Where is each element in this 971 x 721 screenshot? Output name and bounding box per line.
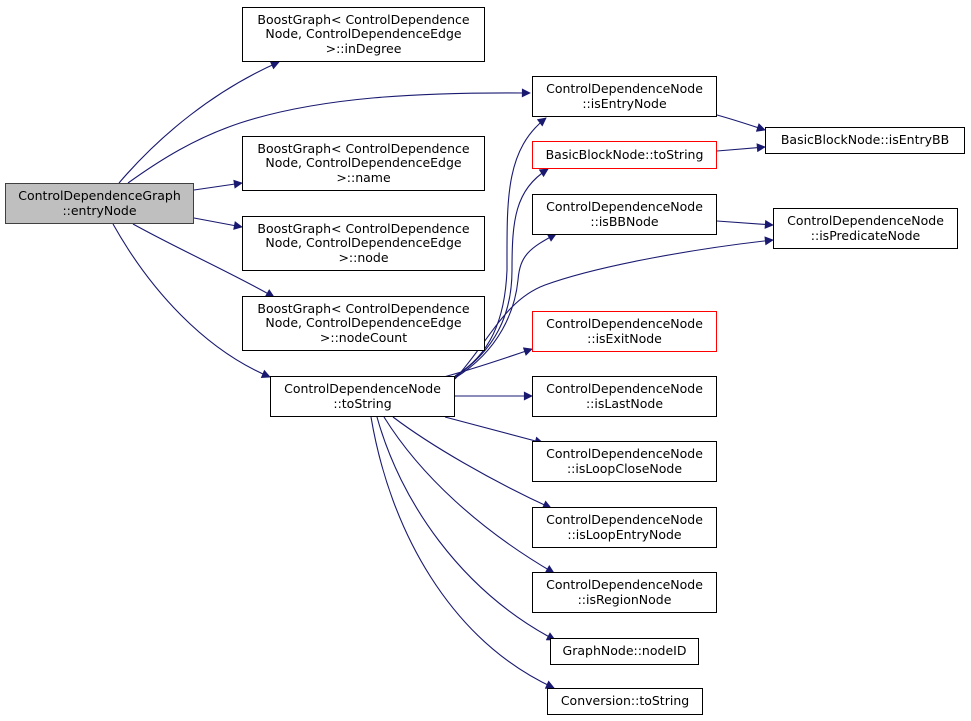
node-controldependencenode-isregionnode[interactable]: ControlDependenceNode ::isRegionNode xyxy=(532,572,717,613)
node-boostgraph-node[interactable]: BoostGraph< ControlDependence Node, Cont… xyxy=(242,216,485,271)
node-graphnode-nodeid[interactable]: GraphNode::nodeID xyxy=(550,638,699,665)
edge-tostring-to-isregionnode xyxy=(383,416,555,574)
edge-tostring-to-conversion-tostring xyxy=(370,416,555,689)
node-conversion-tostring[interactable]: Conversion::toString xyxy=(547,688,703,715)
edge-tostring-to-ispredicate xyxy=(454,236,774,380)
node-controldependencenode-isexitnode[interactable]: ControlDependenceNode ::isExitNode xyxy=(532,311,717,352)
edge-isbbnode-to-ispredicate xyxy=(716,219,774,229)
node-controldependencenode-islastnode[interactable]: ControlDependenceNode ::isLastNode xyxy=(532,376,717,417)
edge-tostring-to-nodeid xyxy=(376,416,556,641)
edge-isentrynode-to-isentrybb xyxy=(716,114,766,132)
node-controldependencenode-tostring[interactable]: ControlDependenceNode ::toString xyxy=(270,376,455,417)
edge-entry-to-nodecount xyxy=(132,223,275,298)
edge-tostring-to-isexitnode xyxy=(439,347,533,379)
edge-tostring-to-bbn-tostring xyxy=(454,168,549,378)
edge-entry-to-isentrynode xyxy=(127,88,531,184)
node-boostgraph-indegree[interactable]: BoostGraph< ControlDependence Node, Cont… xyxy=(242,7,485,62)
node-controldependencenode-isloopclosenode[interactable]: ControlDependenceNode ::isLoopCloseNode xyxy=(532,441,717,482)
edge-entry-to-name xyxy=(193,179,243,191)
node-controldependencenode-isloopentrynode[interactable]: ControlDependenceNode ::isLoopEntryNode xyxy=(532,507,717,548)
node-controldependencenode-isentrynode[interactable]: ControlDependenceNode ::isEntryNode xyxy=(532,76,717,117)
edge-tostring-to-isbbnode xyxy=(454,233,557,379)
node-boostgraph-name[interactable]: BoostGraph< ControlDependence Node, Cont… xyxy=(242,136,485,191)
edge-entry-to-cdn-tostring xyxy=(112,223,271,379)
node-controldependencenode-isbbnode[interactable]: ControlDependenceNode ::isBBNode xyxy=(532,194,717,235)
edge-tostring-to-isloopclosenode xyxy=(444,416,544,446)
edge-entry-to-indegree xyxy=(118,61,280,184)
edge-tostring-to-isloopentrynode xyxy=(392,416,552,509)
edge-bbn-tostring-to-isentrybb xyxy=(716,143,766,153)
node-boostgraph-nodecount[interactable]: BoostGraph< ControlDependence Node, Cont… xyxy=(242,296,485,351)
node-basicblocknode-isentrybb[interactable]: BasicBlockNode::isEntryBB xyxy=(765,127,965,154)
edge-entry-to-node xyxy=(193,217,243,230)
node-controldependencenode-ispredicatenode[interactable]: ControlDependenceNode ::isPredicateNode xyxy=(773,208,958,249)
node-basicblocknode-tostring[interactable]: BasicBlockNode::toString xyxy=(532,141,717,169)
node-controldependencegraph-entrynode: ControlDependenceGraph ::entryNode xyxy=(5,183,194,224)
